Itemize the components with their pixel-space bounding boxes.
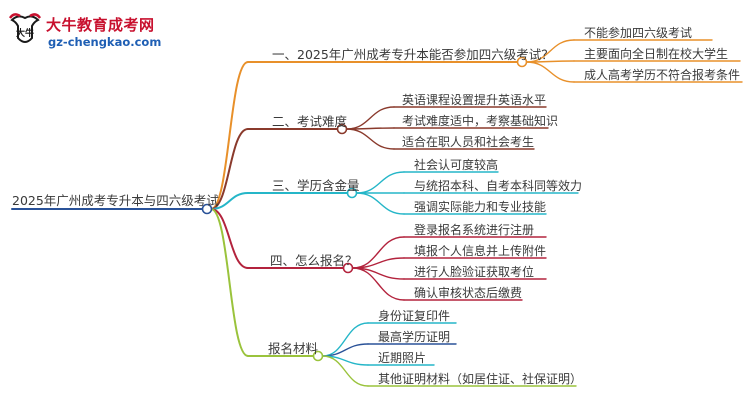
branch-label-5: 报名材料 xyxy=(268,341,319,356)
root-node[interactable] xyxy=(201,203,213,215)
branch-label-3: 三、学历含金量 xyxy=(272,178,360,193)
connector-branch-2-leaf-1 xyxy=(345,106,395,130)
leaf-4-1: 登录报名系统进行注册 xyxy=(414,223,535,237)
branch-node-1[interactable] xyxy=(516,56,528,68)
leaf-3-2: 与统招本科、自考本科同等效力 xyxy=(414,179,583,193)
connector-root-to-branch-4 xyxy=(210,208,249,269)
leaf-3-3: 强调实际能力和专业技能 xyxy=(414,200,547,214)
leaf-5-3: 近期照片 xyxy=(378,351,427,365)
leaf-5-2: 最高学历证明 xyxy=(378,330,451,344)
site-logo[interactable]: 大牛 大牛教育成考网 gz-chengkao.com xyxy=(8,8,168,54)
bull-logo-icon: 大牛 xyxy=(8,13,42,43)
connector-branch-4-leaf-4 xyxy=(351,267,405,301)
root-node-label: 2025年广州成考专升本与四六级考试 xyxy=(12,193,219,208)
leaf-1-2: 主要面向全日制在校大学生 xyxy=(584,47,729,61)
leaf-1-3: 成人高考学历不符合报考条件 xyxy=(584,68,741,82)
connector-branch-3-leaf-3 xyxy=(355,192,405,215)
connector-branch-3-leaf-1 xyxy=(355,171,405,194)
logo-title: 大牛教育成考网 xyxy=(46,16,155,34)
leaf-4-4: 确认审核状态后缴费 xyxy=(414,286,523,300)
branch-node-5[interactable] xyxy=(312,350,324,362)
connector-branch-2-leaf-3 xyxy=(345,128,395,150)
leaf-1-1: 不能参加四六级考试 xyxy=(584,26,693,40)
logo-mark-text: 大牛 xyxy=(16,27,34,39)
leaf-4-3: 进行人脸验证获取考位 xyxy=(414,265,535,279)
branch-label-4: 四、怎么报名？ xyxy=(270,253,358,268)
leaf-5-1: 身份证复印件 xyxy=(378,309,451,323)
branch-label-2: 二、考试难度 xyxy=(272,114,348,129)
leaf-2-2: 考试难度适中，考察基础知识 xyxy=(402,114,559,128)
branch-node-2[interactable] xyxy=(336,123,348,135)
logo-url: gz-chengkao.com xyxy=(48,35,162,49)
connector-root-to-branch-2 xyxy=(210,128,249,210)
connector-root-to-branch-3 xyxy=(210,192,249,210)
connector-root-to-branch-1 xyxy=(210,61,249,210)
branch-label-1: 一、2025年广州成考专升本能否参加四六级考试？ xyxy=(272,47,554,62)
branch-node-3[interactable] xyxy=(346,187,358,199)
connector-branch-5-leaf-4 xyxy=(321,355,369,387)
leaf-3-1: 社会认可度较高 xyxy=(414,158,499,172)
connector-root-to-branch-5 xyxy=(210,208,249,357)
leaf-5-4: 其他证明材料（如居住证、社保证明） xyxy=(378,372,583,386)
connector-branch-1-leaf-3 xyxy=(525,61,575,83)
leaf-2-3: 适合在职人员和社会考生 xyxy=(402,135,535,149)
leaf-4-2: 填报个人信息并上传附件 xyxy=(414,244,547,258)
branch-node-4[interactable] xyxy=(342,262,354,274)
connector-branch-5-leaf-1 xyxy=(321,322,369,357)
leaf-2-1: 英语课程设置提升英语水平 xyxy=(402,93,547,107)
